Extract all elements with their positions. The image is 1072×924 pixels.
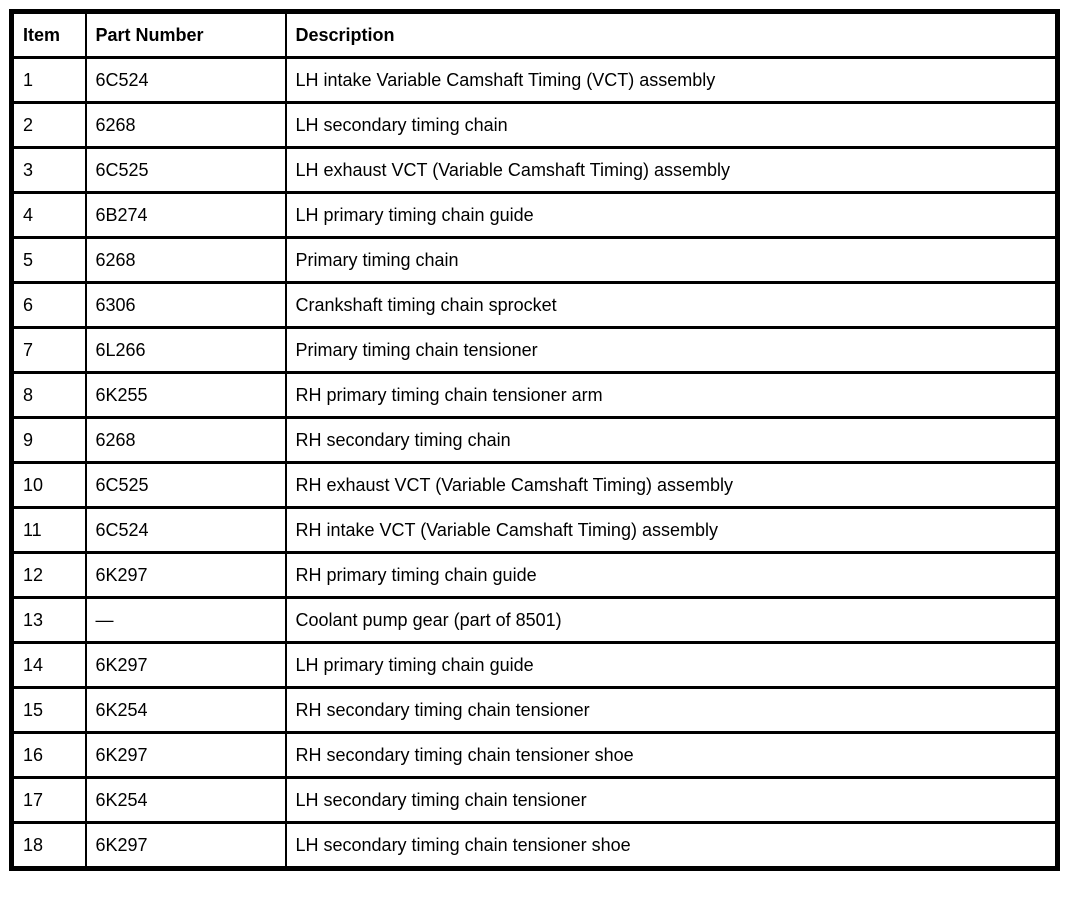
item-cell: 3 [10, 146, 87, 194]
description-cell: LH secondary timing chain tensioner shoe [284, 821, 1059, 870]
description-cell: RH secondary timing chain [284, 416, 1059, 464]
item-cell: 16 [10, 731, 87, 779]
table-row: 15 6K254 RH secondary timing chain tensi… [10, 686, 1059, 734]
part-number-cell: 6K297 [84, 731, 287, 779]
item-cell: 11 [10, 506, 87, 554]
part-number-cell: 6C524 [84, 56, 287, 104]
column-header-description: Description [284, 10, 1059, 59]
table-row: 11 6C524 RH intake VCT (Variable Camshaf… [10, 506, 1059, 554]
description-cell: LH secondary timing chain [284, 101, 1059, 149]
description-cell: Primary timing chain tensioner [284, 326, 1059, 374]
part-number-cell: 6C524 [84, 506, 287, 554]
part-number-cell: 6K297 [84, 821, 287, 870]
part-number-cell: 6K297 [84, 551, 287, 599]
description-cell: LH intake Variable Camshaft Timing (VCT)… [284, 56, 1059, 104]
description-cell: RH exhaust VCT (Variable Camshaft Timing… [284, 461, 1059, 509]
part-number-cell: 6268 [84, 236, 287, 284]
column-header-item: Item [10, 10, 87, 59]
part-number-cell: — [84, 596, 287, 644]
item-cell: 8 [10, 371, 87, 419]
part-number-cell: 6K254 [84, 776, 287, 824]
table-row: 6 6306 Crankshaft timing chain sprocket [10, 281, 1059, 329]
item-cell: 7 [10, 326, 87, 374]
part-number-cell: 6K255 [84, 371, 287, 419]
item-cell: 4 [10, 191, 87, 239]
item-cell: 18 [10, 821, 87, 870]
table-row: 10 6C525 RH exhaust VCT (Variable Camsha… [10, 461, 1059, 509]
table-row: 16 6K297 RH secondary timing chain tensi… [10, 731, 1059, 779]
item-cell: 15 [10, 686, 87, 734]
item-cell: 5 [10, 236, 87, 284]
description-cell: RH secondary timing chain tensioner shoe [284, 731, 1059, 779]
table-row: 12 6K297 RH primary timing chain guide [10, 551, 1059, 599]
description-cell: RH primary timing chain guide [284, 551, 1059, 599]
parts-table: Item Part Number Description 1 6C524 LH … [9, 9, 1060, 871]
part-number-cell: 6B274 [84, 191, 287, 239]
description-cell: LH exhaust VCT (Variable Camshaft Timing… [284, 146, 1059, 194]
part-number-cell: 6268 [84, 101, 287, 149]
table-row: 2 6268 LH secondary timing chain [10, 101, 1059, 149]
part-number-cell: 6C525 [84, 461, 287, 509]
part-number-cell: 6268 [84, 416, 287, 464]
description-cell: LH primary timing chain guide [284, 641, 1059, 689]
table-row: 5 6268 Primary timing chain [10, 236, 1059, 284]
description-cell: LH primary timing chain guide [284, 191, 1059, 239]
description-cell: Coolant pump gear (part of 8501) [284, 596, 1059, 644]
column-header-part-number: Part Number [84, 10, 287, 59]
table-header-row: Item Part Number Description [10, 10, 1059, 59]
part-number-cell: 6C525 [84, 146, 287, 194]
table-row: 3 6C525 LH exhaust VCT (Variable Camshaf… [10, 146, 1059, 194]
description-cell: LH secondary timing chain tensioner [284, 776, 1059, 824]
table-row: 7 6L266 Primary timing chain tensioner [10, 326, 1059, 374]
part-number-cell: 6306 [84, 281, 287, 329]
part-number-cell: 6L266 [84, 326, 287, 374]
description-cell: Primary timing chain [284, 236, 1059, 284]
item-cell: 9 [10, 416, 87, 464]
table-row: 13 — Coolant pump gear (part of 8501) [10, 596, 1059, 644]
item-cell: 13 [10, 596, 87, 644]
part-number-cell: 6K254 [84, 686, 287, 734]
item-cell: 12 [10, 551, 87, 599]
item-cell: 2 [10, 101, 87, 149]
page: Item Part Number Description 1 6C524 LH … [9, 9, 1060, 871]
table-row: 14 6K297 LH primary timing chain guide [10, 641, 1059, 689]
table-row: 18 6K297 LH secondary timing chain tensi… [10, 821, 1059, 870]
table-row: 9 6268 RH secondary timing chain [10, 416, 1059, 464]
table-row: 8 6K255 RH primary timing chain tensione… [10, 371, 1059, 419]
item-cell: 6 [10, 281, 87, 329]
description-cell: RH secondary timing chain tensioner [284, 686, 1059, 734]
description-cell: RH primary timing chain tensioner arm [284, 371, 1059, 419]
table-row: 17 6K254 LH secondary timing chain tensi… [10, 776, 1059, 824]
table-row: 4 6B274 LH primary timing chain guide [10, 191, 1059, 239]
table-row: 1 6C524 LH intake Variable Camshaft Timi… [10, 56, 1059, 104]
item-cell: 14 [10, 641, 87, 689]
item-cell: 1 [10, 56, 87, 104]
description-cell: Crankshaft timing chain sprocket [284, 281, 1059, 329]
part-number-cell: 6K297 [84, 641, 287, 689]
description-cell: RH intake VCT (Variable Camshaft Timing)… [284, 506, 1059, 554]
item-cell: 17 [10, 776, 87, 824]
item-cell: 10 [10, 461, 87, 509]
